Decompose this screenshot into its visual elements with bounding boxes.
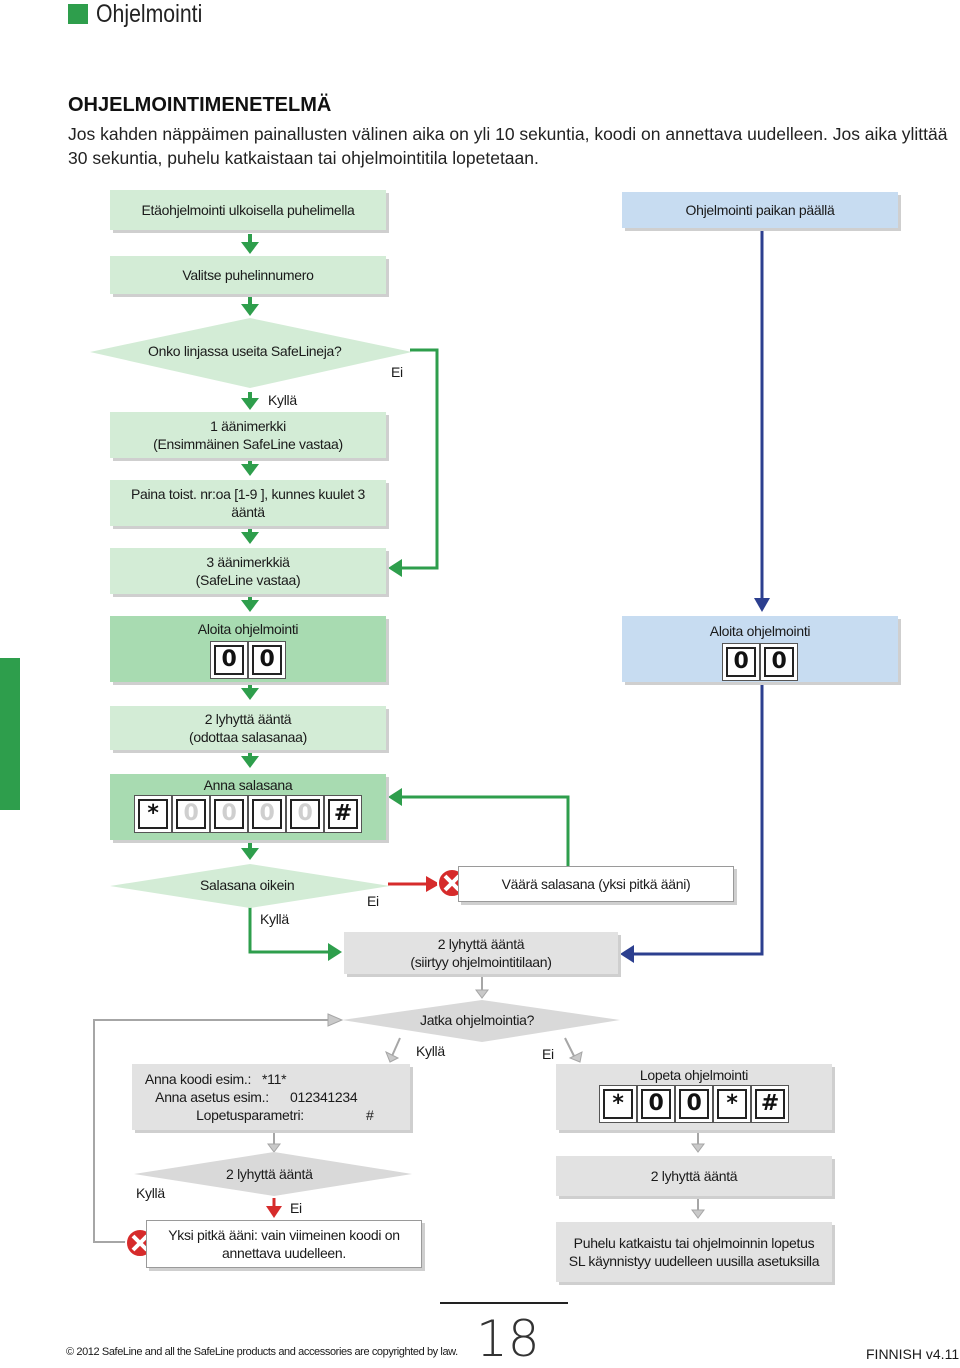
press-box: Paina toist. nr:oa [1-9 ], kunnes kuulet…: [110, 480, 386, 526]
press-line1: Paina toist. nr:oa [1-9 ], kunnes kuulet…: [130, 486, 366, 502]
yes-label-4: Kyllä: [136, 1185, 165, 1201]
arrow-down-1: [241, 234, 259, 254]
no-label-1: Ei: [391, 364, 403, 380]
code-row: Anna koodi esim.: *11*: [134, 1070, 394, 1088]
end-param-label: Lopetusparametri:: [196, 1107, 304, 1123]
dial-label: Valitse puhelinnumero: [182, 267, 314, 283]
prog-mode-box: 2 lyhyttä ääntä (siirtyy ohjelmointitilaa…: [344, 932, 618, 974]
section-title: OHJELMOINTIMENETELMÄ: [68, 94, 332, 116]
wrong-pw-label: Väärä salasana (yksi pitkä ääni): [501, 876, 691, 892]
enter-pw-box: Anna salasana * 0 0 0 0 #: [110, 774, 386, 840]
yes-label-2: Kyllä: [260, 911, 289, 927]
section-marker: [68, 4, 88, 24]
setting-value: 012341234: [290, 1089, 358, 1105]
key-0: 0: [763, 646, 795, 678]
key-0: 0: [213, 644, 245, 676]
two-short-end-label: 2 lyhyttä ääntä: [650, 1168, 738, 1184]
start-prog-local-box: Aloita ohjelmointi 0 0: [622, 616, 898, 682]
long-tone-line2: annettava uudelleen.: [222, 1245, 346, 1261]
key-0: 0: [251, 798, 283, 830]
one-beep-line1: 1 äänimerkki: [210, 418, 286, 434]
yes-label-1: Kyllä: [268, 392, 297, 408]
three-beeps-line1: 3 äänimerkkiä: [206, 554, 290, 570]
diamond-two-short: [134, 1152, 412, 1196]
side-tab: [0, 658, 20, 810]
hangup-box: Puhelu katkaistu tai ohjelmoinnin lopetu…: [556, 1222, 832, 1282]
yes-label-3: Kyllä: [416, 1043, 445, 1059]
key-0: 0: [289, 798, 321, 830]
key-hash: #: [327, 798, 359, 830]
start-keys-local: 0 0: [723, 644, 797, 680]
start-prog-box: Aloita ohjelmointi 0 0: [110, 616, 386, 682]
pw-correct-label: Salasana oikein: [200, 877, 295, 893]
dial-box: Valitse puhelinnumero: [110, 256, 386, 294]
three-beeps-box: 3 äänimerkkiä (SafeLine vastaa): [110, 548, 386, 594]
key-hash: #: [754, 1088, 786, 1120]
two-short-line2: (odottaa salasanaa): [188, 729, 308, 745]
diamond-multi: [90, 318, 412, 388]
key-0: 0: [213, 798, 245, 830]
pw-keys: * 0 0 0 0 #: [135, 796, 361, 832]
key-0: 0: [725, 646, 757, 678]
version: FINNISH v4.11: [866, 1346, 960, 1362]
prog-mode-line2: (siirtyy ohjelmointitilaan): [410, 954, 552, 970]
multi-question-label: Onko linjassa useita SafeLineja?: [148, 343, 342, 359]
enter-code-box: Anna koodi esim.: *11* Anna asetus esim.:…: [132, 1064, 410, 1130]
diamond-continue: [342, 1000, 620, 1042]
two-short-question-label: 2 lyhyttä ääntä: [226, 1166, 313, 1182]
two-short-end-box: 2 lyhyttä ääntä: [556, 1156, 832, 1196]
long-tone-box: Yksi pitkä ääni: vain viimeinen koodi on…: [146, 1220, 422, 1268]
remote-start-label: Etäohjelmointi ulkoisella puhelimella: [141, 202, 355, 218]
end-keys: * 0 0 * #: [600, 1086, 788, 1122]
intro-text: Jos kahden näppäimen painallusten väline…: [68, 124, 948, 168]
setting-label: Anna asetus esim.:: [155, 1089, 269, 1105]
setting-row: Anna asetus esim.: 012341234: [134, 1088, 394, 1106]
long-tone-line1: Yksi pitkä ääni: vain viimeinen koodi on: [168, 1227, 400, 1243]
hangup-line2: SL käynnistyy uudelleen uusilla asetuksi…: [568, 1253, 820, 1269]
one-beep-line2: (Ensimmäinen SafeLine vastaa): [153, 436, 343, 452]
code-value: *11*: [262, 1071, 287, 1087]
key-0: 0: [251, 644, 283, 676]
no-label-3: Ei: [542, 1046, 554, 1062]
local-start-label: Ohjelmointi paikan päällä: [685, 202, 835, 218]
start-prog-local-label: Aloita ohjelmointi: [709, 623, 811, 639]
key-star: *: [137, 798, 169, 830]
end-prog-box: Lopeta ohjelmointi * 0 0 * #: [556, 1064, 832, 1130]
no-label-4: Ei: [290, 1200, 302, 1216]
key-star: *: [602, 1088, 634, 1120]
copyright: © 2012 SafeLine and all the SafeLine pro…: [66, 1346, 458, 1358]
page-header-title: Ohjelmointi: [96, 0, 203, 28]
no-label-2: Ei: [367, 893, 379, 909]
hangup-line1: Puhelu katkaistu tai ohjelmoinnin lopetu…: [573, 1235, 815, 1251]
three-beeps-line2: (SafeLine vastaa): [195, 572, 301, 588]
end-param-value: #: [366, 1107, 374, 1123]
enter-pw-label: Anna salasana: [203, 777, 293, 793]
start-prog-label: Aloita ohjelmointi: [197, 621, 299, 637]
page-number-rule: [440, 1302, 568, 1304]
two-short-box: 2 lyhyttä ääntä (odottaa salasanaa): [110, 706, 386, 750]
key-0: 0: [175, 798, 207, 830]
key-0: 0: [678, 1088, 710, 1120]
end-param-row: Lopetusparametri: #: [134, 1106, 394, 1124]
wrong-pw-box: Väärä salasana (yksi pitkä ääni): [458, 866, 734, 902]
continue-question-label: Jatka ohjelmointia?: [420, 1012, 535, 1028]
press-line2: ääntä: [231, 504, 265, 520]
page-number: 18: [476, 1310, 540, 1368]
prog-mode-line1: 2 lyhyttä ääntä: [437, 936, 525, 952]
key-star: *: [716, 1088, 748, 1120]
code-label: Anna koodi esim.:: [144, 1071, 252, 1087]
start-keys: 0 0: [211, 642, 285, 678]
local-start-box: Ohjelmointi paikan päällä: [622, 192, 898, 228]
one-beep-box: 1 äänimerkki (Ensimmäinen SafeLine vastaa…: [110, 412, 386, 458]
two-short-line1: 2 lyhyttä ääntä: [204, 711, 292, 727]
key-0: 0: [640, 1088, 672, 1120]
end-prog-label: Lopeta ohjelmointi: [639, 1067, 749, 1083]
arrow-down-2: [241, 296, 259, 316]
diamond-pw: [110, 864, 390, 908]
remote-start-box: Etäohjelmointi ulkoisella puhelimella: [110, 190, 386, 230]
